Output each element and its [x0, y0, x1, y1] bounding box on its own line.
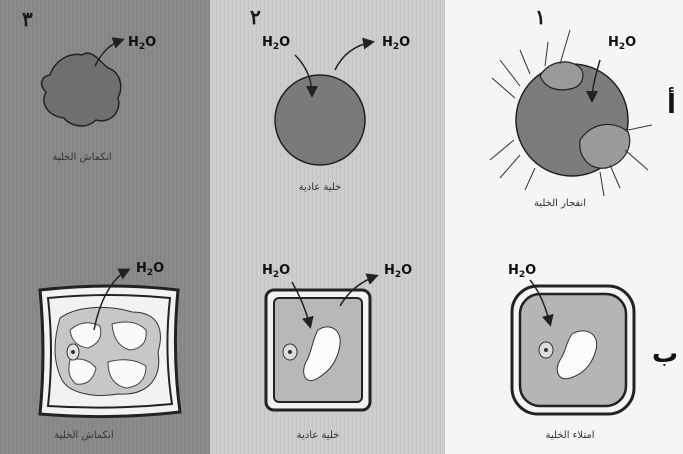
caption-2-plant: خلية عادية	[297, 430, 340, 441]
row-label-animal: أ	[667, 87, 676, 120]
caption-1-animal: انفجار الخلية	[534, 198, 586, 209]
column-1-number: ١	[535, 5, 546, 29]
caption-1-plant: امتلاء الخلية	[546, 430, 595, 441]
column-3-number: ٣	[22, 7, 33, 31]
caption-2-animal: خلية عادية	[299, 182, 342, 193]
caption-3-plant: انكماش الخلية	[54, 430, 113, 441]
caption-3-animal: انكماش الخلية	[52, 152, 111, 163]
row-label-plant: ب	[652, 339, 678, 369]
column-2-number: ٢	[250, 5, 261, 29]
